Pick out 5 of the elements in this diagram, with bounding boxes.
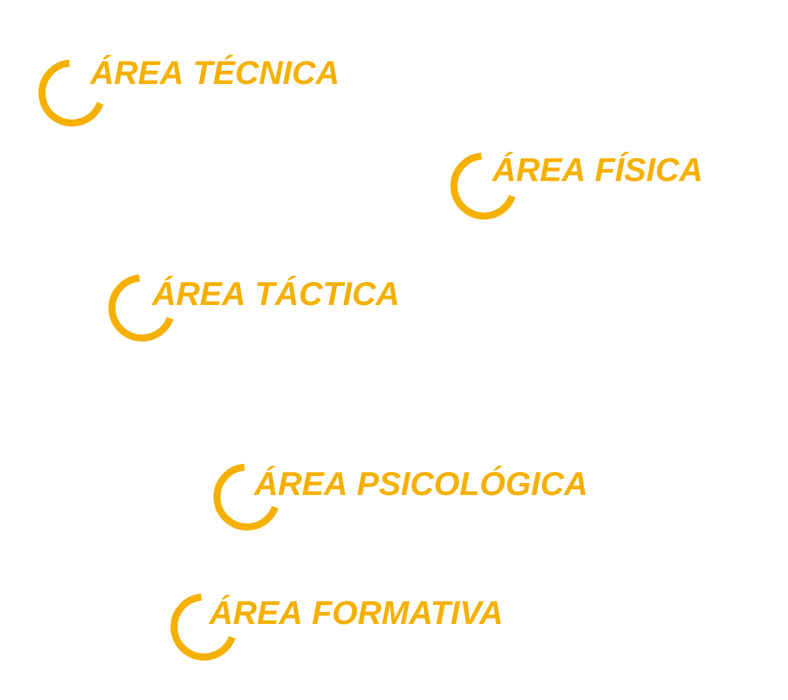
heading: ÁREA PSICOLÓGICA (254, 466, 586, 496)
heading: ÁREA FORMATIVA (208, 594, 501, 624)
heading: ÁREA FÍSICA (492, 152, 701, 182)
heading: ÁREA TÁCTICA (152, 276, 398, 306)
heading: ÁREA TÉCNICA (90, 54, 338, 84)
